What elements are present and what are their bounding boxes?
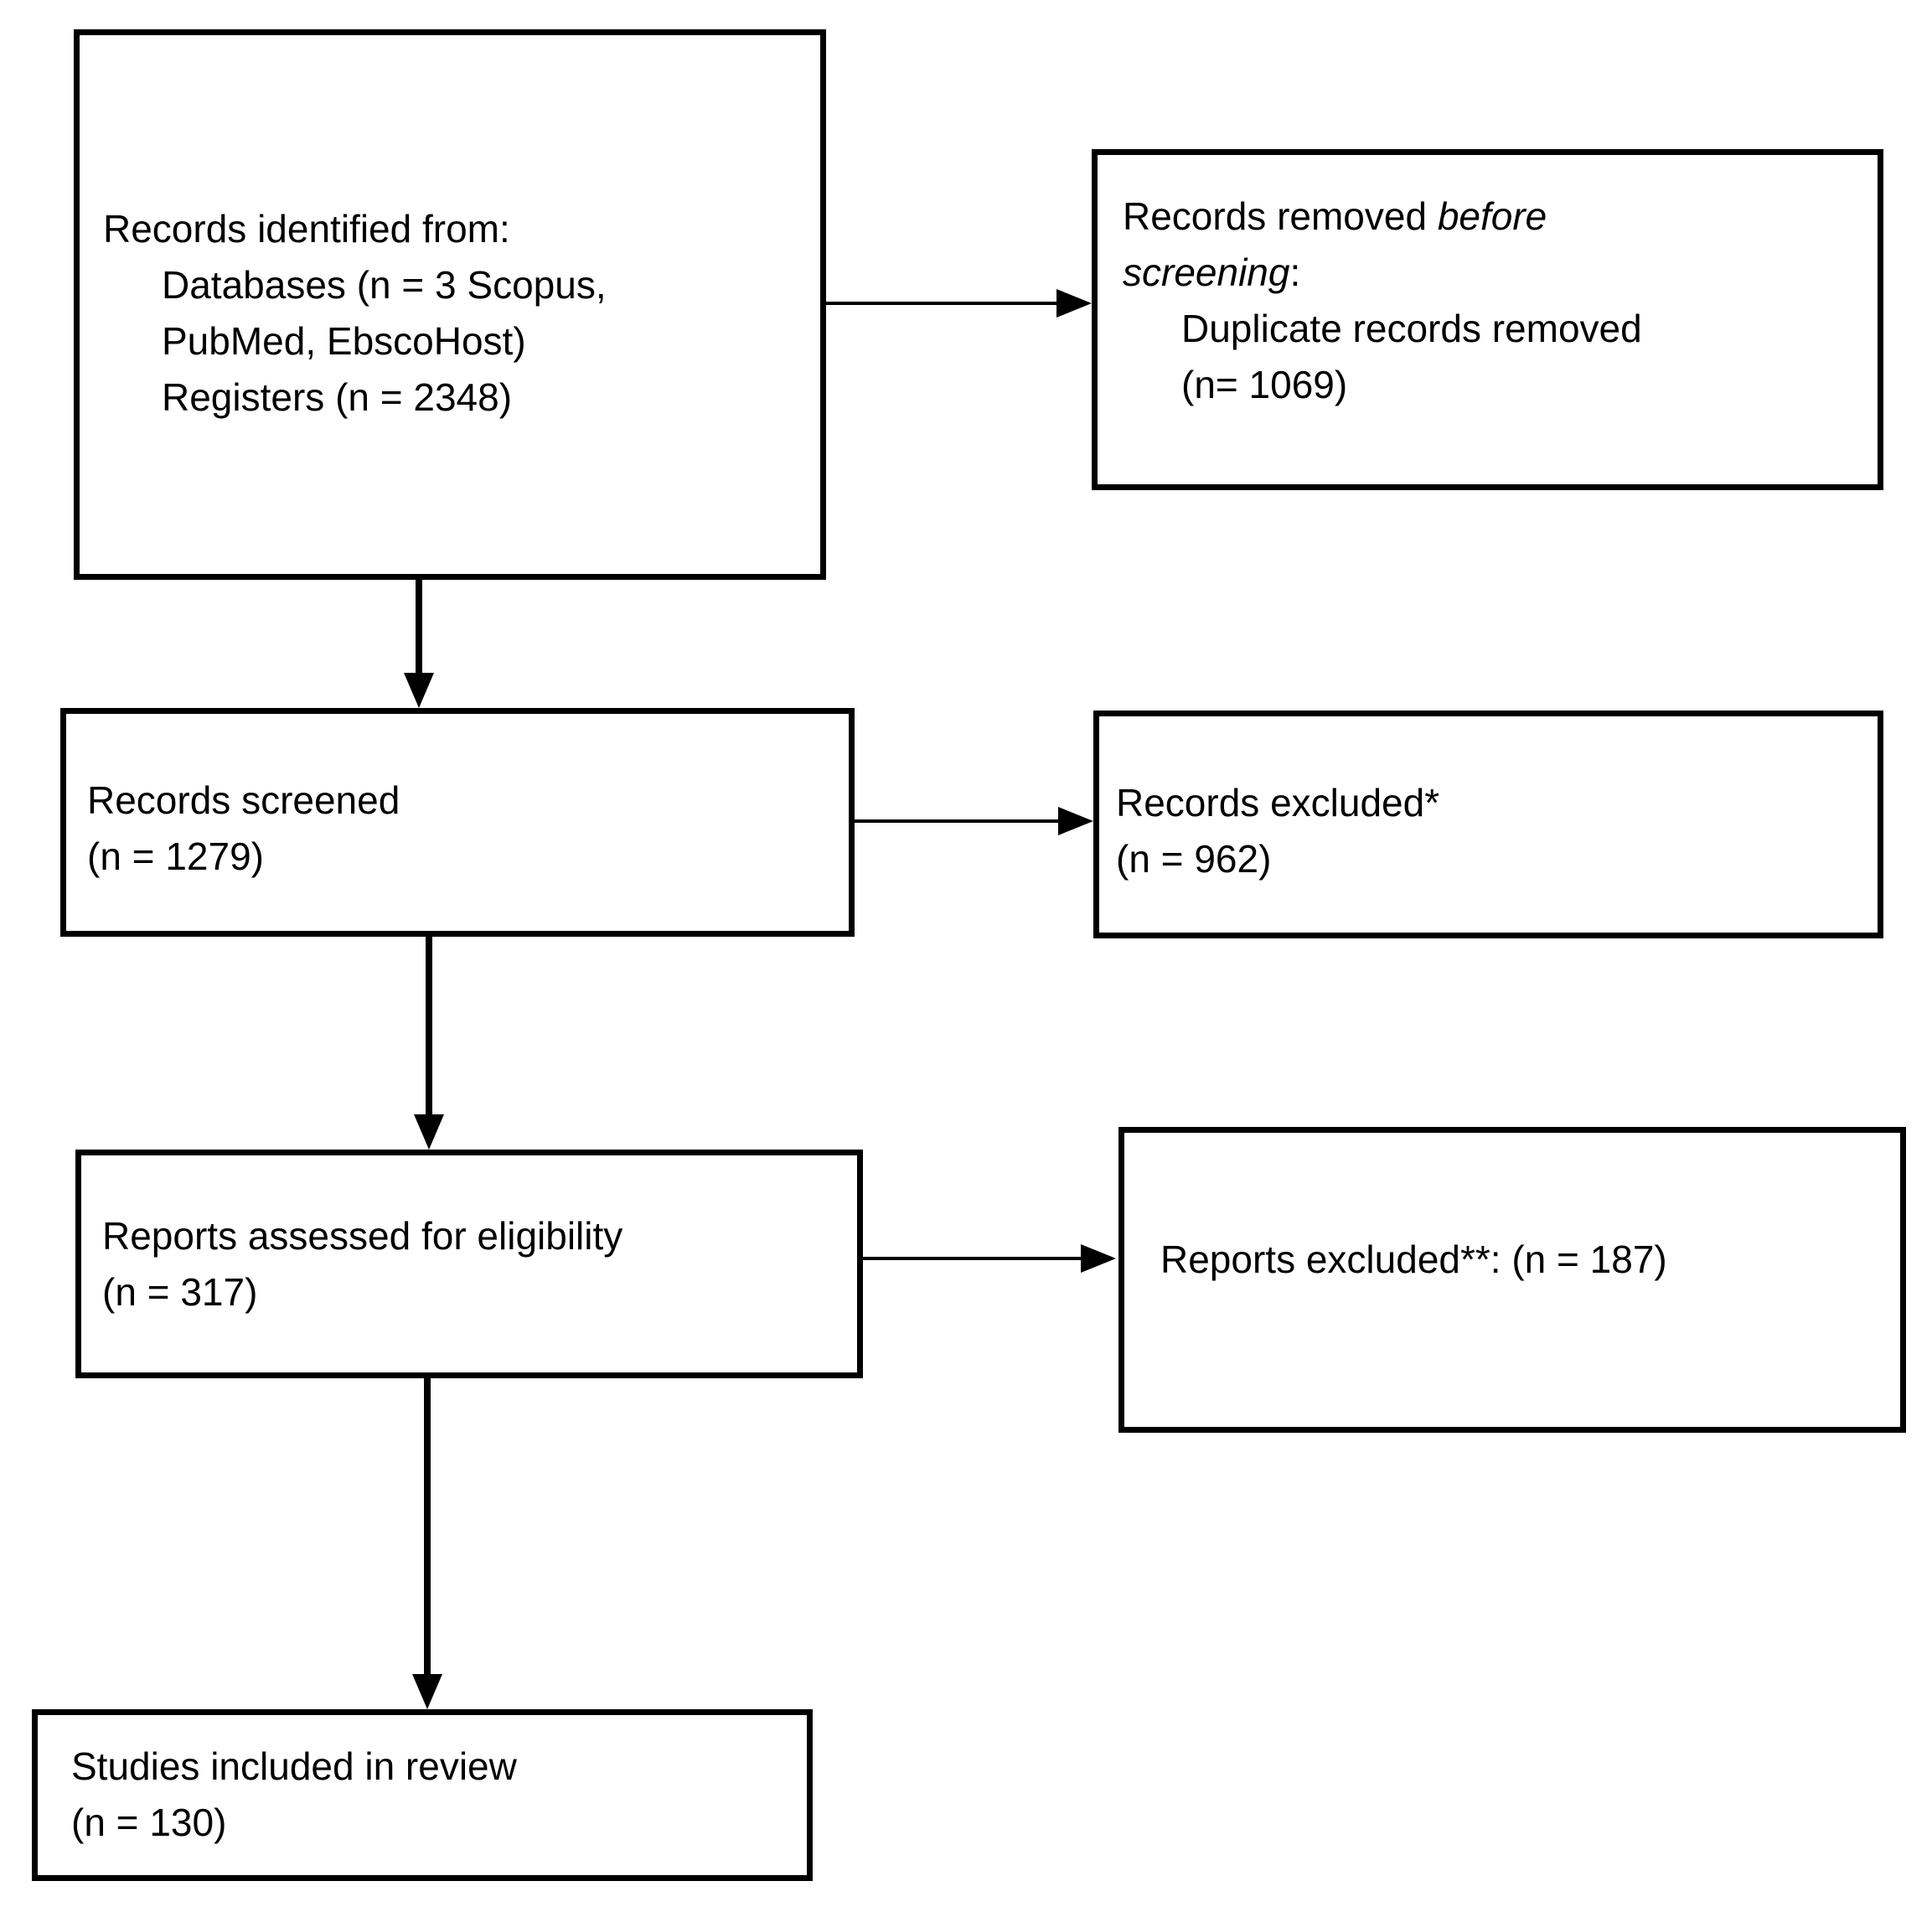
- records-screened-line2: (n = 1279): [87, 835, 264, 878]
- box-records-screened: Records screened (n = 1279): [60, 708, 855, 937]
- records-removed-line2-italic: screening: [1123, 251, 1290, 294]
- reports-assessed-line1: Reports assessed for eligibility: [102, 1214, 623, 1258]
- records-removed-line2-roman: :: [1289, 251, 1301, 294]
- box-records-removed-text: Records removed before screening: Duplic…: [1098, 189, 1869, 413]
- arrow-screened-to-records-excluded-head-icon: [1058, 807, 1093, 835]
- box-reports-excluded-text: Reports excluded**: (n = 187): [1124, 1232, 1892, 1288]
- records-identified-line2: Databases (n = 3 Scopus,: [162, 263, 607, 307]
- records-removed-line1-italic: before: [1437, 194, 1547, 238]
- studies-included-line2: (n = 130): [71, 1801, 227, 1844]
- box-reports-excluded: Reports excluded**: (n = 187): [1118, 1127, 1906, 1433]
- arrow-screened-to-assessed-line: [426, 937, 432, 1116]
- studies-included-line1: Studies included in review: [71, 1744, 517, 1788]
- box-records-identified: Records identified from: Databases (n = …: [74, 29, 826, 580]
- arrow-assessed-to-included-head-icon: [412, 1674, 442, 1709]
- arrow-assessed-to-included-line: [424, 1378, 431, 1676]
- arrow-screened-to-records-excluded-line: [855, 819, 1060, 823]
- box-records-removed-before-screening: Records removed before screening: Duplic…: [1092, 149, 1883, 490]
- box-records-screened-text: Records screened (n = 1279): [66, 773, 840, 885]
- records-identified-line3: PubMed, EbscoHost): [162, 319, 526, 363]
- box-records-excluded: Records excluded* (n = 962): [1093, 711, 1883, 938]
- records-identified-line4: Registers (n = 2348): [162, 375, 513, 419]
- box-studies-included: Studies included in review (n = 130): [32, 1709, 813, 1881]
- arrow-screened-to-assessed-head-icon: [414, 1114, 444, 1150]
- records-identified-line1: Records identified from:: [103, 207, 510, 251]
- box-reports-assessed-text: Reports assessed for eligibility (n = 31…: [81, 1208, 849, 1320]
- reports-assessed-line2: (n = 317): [102, 1270, 258, 1314]
- arrow-assessed-to-reports-excluded-line: [863, 1257, 1082, 1260]
- arrow-assessed-to-reports-excluded-head-icon: [1081, 1244, 1116, 1273]
- records-removed-line1: Records removed before: [1123, 189, 1869, 245]
- arrow-identified-to-removed-line: [826, 302, 1060, 305]
- box-studies-included-text: Studies included in review (n = 130): [38, 1739, 798, 1851]
- records-excluded-line1: Records excluded*: [1116, 781, 1440, 824]
- box-reports-assessed: Reports assessed for eligibility (n = 31…: [75, 1150, 863, 1378]
- records-removed-line4: (n= 1069): [1181, 363, 1348, 406]
- records-excluded-line2: (n = 962): [1116, 837, 1272, 881]
- arrow-identified-to-removed-head-icon: [1056, 289, 1092, 318]
- box-records-excluded-text: Records excluded* (n = 962): [1099, 775, 1869, 887]
- records-screened-line1: Records screened: [87, 778, 400, 822]
- records-removed-line2: screening:: [1123, 245, 1869, 301]
- arrow-identified-to-screened-line: [416, 580, 422, 674]
- arrow-identified-to-screened-head-icon: [404, 673, 434, 708]
- records-removed-line3: Duplicate records removed: [1181, 307, 1642, 350]
- box-records-identified-text: Records identified from: Databases (n = …: [80, 201, 812, 426]
- reports-excluded-line1: Reports excluded**: (n = 187): [1160, 1238, 1667, 1281]
- records-removed-line1-roman: Records removed: [1123, 194, 1438, 238]
